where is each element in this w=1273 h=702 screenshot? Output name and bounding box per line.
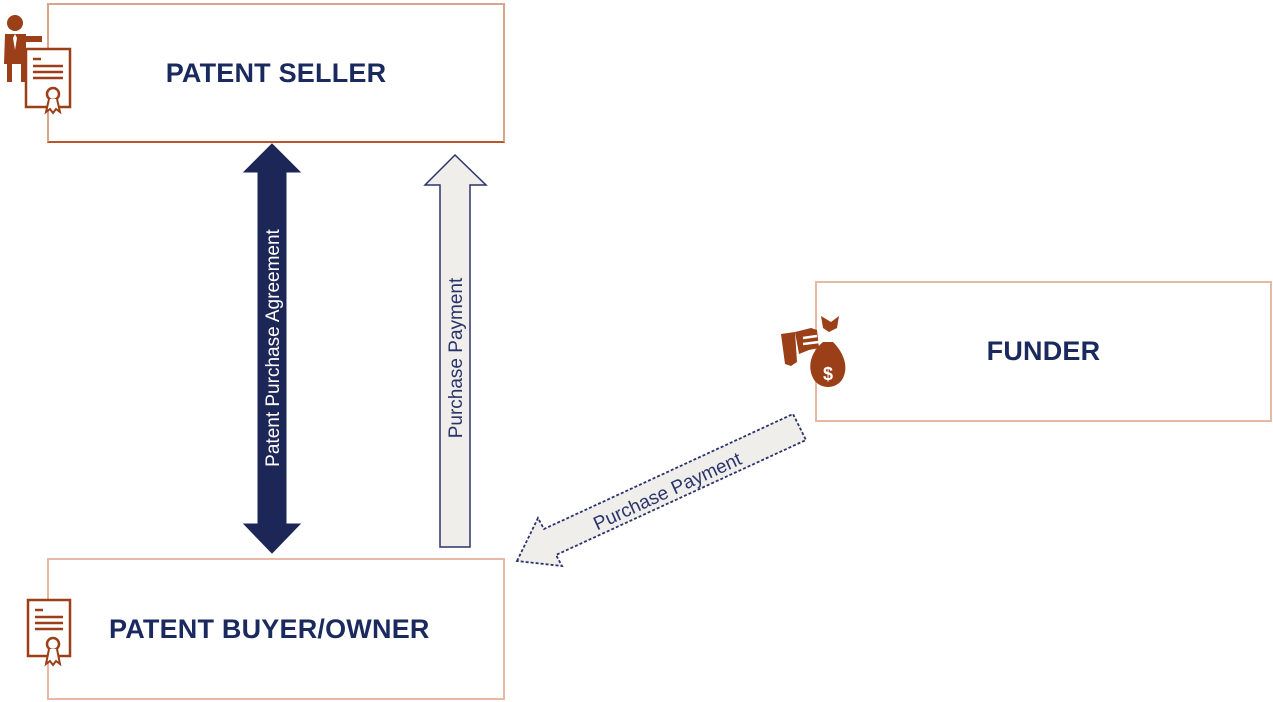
payment-diagonal-arrow: Purchase Payment: [515, 412, 808, 568]
payment-up-arrow-label: Purchase Payment: [446, 277, 467, 438]
agreement-arrow-shape: [242, 143, 302, 554]
seller-certificate-icon: [4, 15, 72, 115]
funder-label: FUNDER: [986, 336, 1101, 366]
patent-buyer-label: PATENT BUYER/OWNER: [109, 613, 430, 644]
payment-up-arrow-shape: [423, 153, 488, 548]
money-bag-icon: $: [781, 316, 846, 387]
certificate-icon: [26, 598, 72, 667]
dollar-sign-glyph: $: [823, 364, 833, 384]
agreement-arrow-label: Patent Purchase Agreement: [263, 228, 284, 466]
patent-seller-label: PATENT SELLER: [165, 57, 387, 88]
payment-up-arrow: Purchase Payment: [423, 153, 488, 548]
payment-diagonal-arrow-shape: [515, 412, 808, 568]
agreement-arrow: Patent Purchase Agreement: [242, 143, 302, 554]
funder-node: FUNDER: [815, 281, 1272, 422]
patent-seller-node: PATENT SELLER: [47, 3, 505, 143]
payment-diagonal-arrow-label: Purchase Payment: [590, 449, 745, 535]
patent-buyer-node: PATENT BUYER/OWNER: [47, 558, 505, 700]
